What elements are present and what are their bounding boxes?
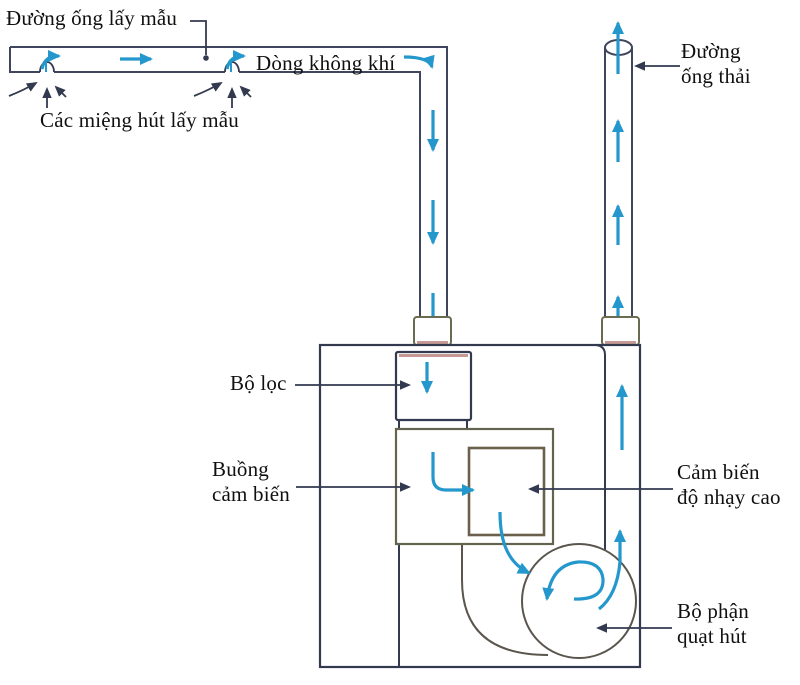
sampling-pipe-outline	[9, 46, 448, 317]
label-filter: Bộ lọc	[230, 371, 287, 395]
label-suction-ports: Các miệng hút lấy mẫu	[40, 108, 239, 132]
label-exhaust-pipe: Đường ống thải	[681, 39, 751, 88]
high-sensitivity-sensor-box	[467, 446, 546, 537]
duct-to-fan	[461, 545, 549, 656]
label-air-flow: Dòng không khí	[256, 51, 396, 75]
label-sensor-chamber: Buồng cảm biến	[212, 457, 290, 506]
label-sampling-pipe: Đường ống lấy mẫu	[6, 6, 178, 30]
label-fan-unit: Bộ phận quạt hút	[677, 599, 749, 648]
chamber-flow-arrow	[431, 452, 475, 496]
exhaust-pipe-outline	[604, 39, 633, 317]
pipe-collars	[413, 316, 640, 346]
leader-lines	[190, 20, 680, 633]
fan-flow-arrows	[498, 384, 628, 611]
fan-circle	[521, 543, 637, 659]
filter-box	[394, 350, 473, 429]
suction-port-icon	[39, 61, 240, 73]
unit-box	[318, 343, 642, 669]
intake-arrows	[8, 81, 252, 108]
sampling-flow-arrows	[40, 50, 435, 70]
label-high-sensitivity-sensor: Cảm biến độ nhạy cao	[677, 460, 781, 509]
